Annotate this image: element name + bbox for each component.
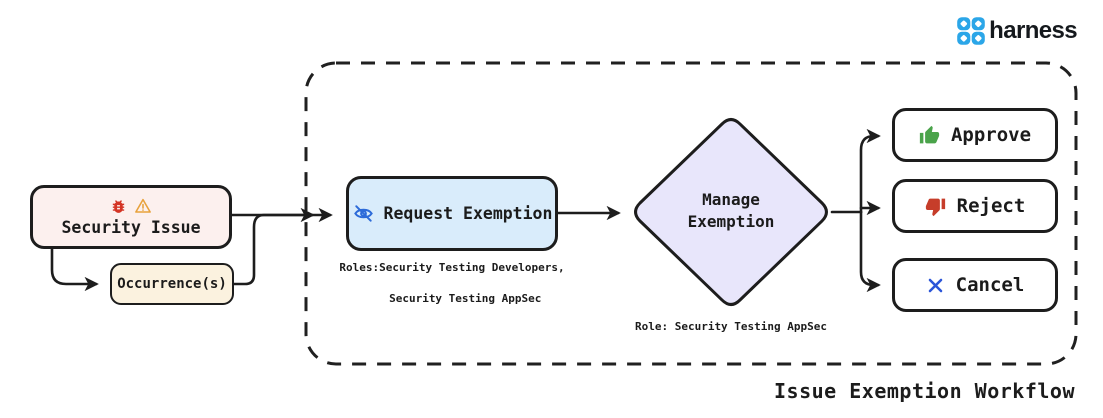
manage-label-line-2: Exemption (687, 212, 775, 232)
arrow-occurrence-to-request (232, 207, 333, 286)
workflow-title: Issue Exemption Workflow (774, 379, 1075, 403)
request-exemption-roles-caption: Roles:Security Testing Developers, Secur… (334, 260, 570, 322)
node-label: Occurrence(s) (117, 276, 227, 292)
eye-off-icon (352, 202, 375, 225)
thumbs-down-icon (925, 196, 946, 217)
arrows (50, 128, 881, 293)
brand-wordmark: harness (989, 17, 1077, 44)
node-request-exemption: Request Exemption (346, 176, 558, 251)
arrow-security-to-occurrence (50, 247, 99, 292)
node-reject: Reject (892, 179, 1058, 233)
manage-label-line-1: Manage (702, 190, 760, 209)
node-label: Reject (956, 195, 1026, 217)
node-cancel: Cancel (892, 258, 1058, 312)
node-occurrences: Occurrence(s) (110, 263, 234, 305)
arrow-branch-to-approve (859, 128, 881, 214)
node-label: Cancel (955, 274, 1025, 296)
x-icon (926, 276, 945, 295)
manage-exemption-role-caption: Role: Security Testing AppSec (634, 320, 828, 333)
brand: harness (956, 16, 1078, 46)
workflow-container-border (304, 61, 1078, 366)
roles-line-2: Security Testing AppSec (389, 291, 542, 305)
bug-icon (110, 198, 127, 215)
node-manage-exemption-label: Manage Exemption (661, 189, 801, 234)
thumbs-up-icon (919, 125, 940, 146)
manage-exemption-diamond (634, 118, 828, 306)
arrow-branch-to-cancel (859, 210, 881, 293)
node-label: Request Exemption (383, 204, 553, 223)
node-approve: Approve (892, 108, 1058, 162)
warning-icon (134, 197, 152, 215)
roles-line-1: Roles:Security Testing Developers, (339, 261, 565, 274)
node-label: Approve (950, 124, 1032, 146)
node-label: Security Issue (61, 218, 201, 237)
node-security-issue: Security Issue (30, 185, 232, 249)
harness-logo-icon (956, 16, 986, 46)
